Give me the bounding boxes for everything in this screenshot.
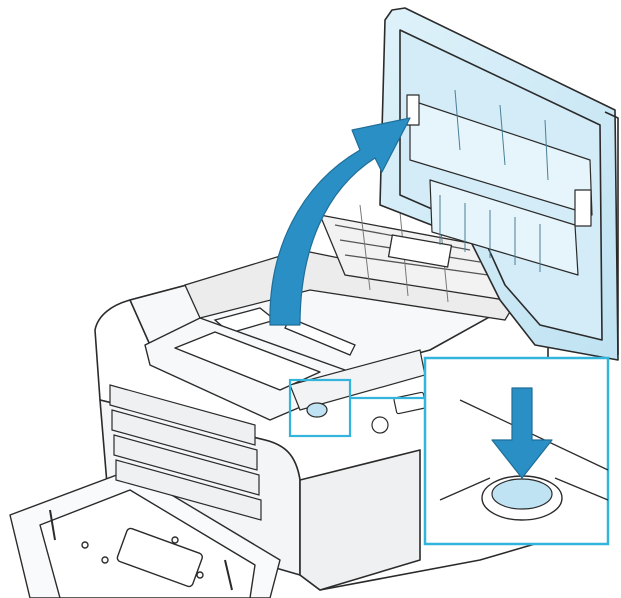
front-door-open (9, 469, 281, 598)
top-cover (379, 7, 619, 361)
zoom-callout (423, 356, 610, 546)
toner-cartridges (109, 384, 262, 521)
open-direction-arrow (269, 117, 411, 326)
release-button-highlight (288, 378, 428, 438)
